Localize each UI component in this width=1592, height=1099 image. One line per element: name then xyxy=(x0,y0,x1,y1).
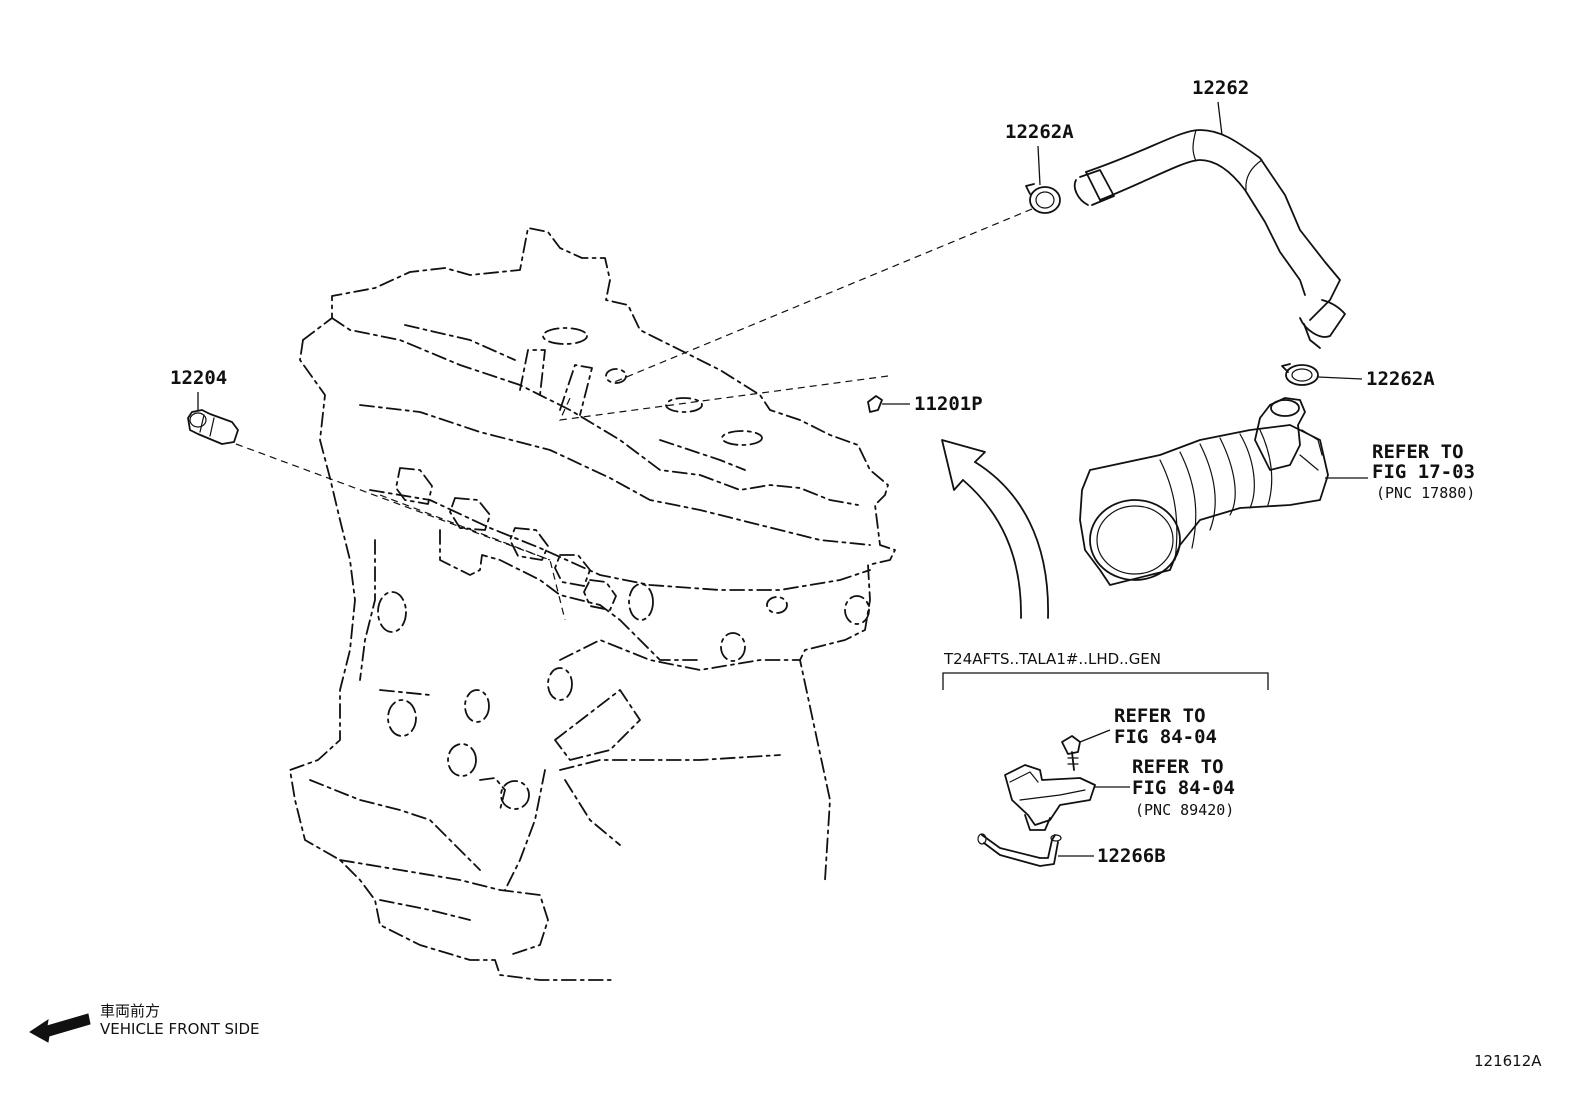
refer-air-cleaner-line3: (PNC 17880) xyxy=(1376,484,1475,502)
ventilation-hose-12262: 12262 xyxy=(1073,77,1346,349)
vehicle-front-en: VEHICLE FRONT SIDE xyxy=(100,1020,260,1038)
engine-outline xyxy=(289,227,896,981)
plug-12204: 12204 xyxy=(170,367,239,445)
vacuum-hose-12266B: 12266B xyxy=(977,833,1166,867)
hose-clamp-12262A-top: 12262A xyxy=(1005,121,1074,214)
variant-bracket: T24AFTS..TALA1#..LHD..GEN xyxy=(942,650,1269,690)
refer-bracket-line1: REFER TO xyxy=(1132,756,1224,778)
leader-12204-inner xyxy=(379,494,551,561)
bolt: REFER TO FIG 84-04 xyxy=(1061,705,1217,771)
part-label-12266B: 12266B xyxy=(1097,845,1166,867)
part-label-12204: 12204 xyxy=(170,367,227,389)
cap-11201P: 11201P xyxy=(867,393,983,415)
leader-lines xyxy=(235,208,1033,621)
part-label-12262A-right: 12262A xyxy=(1366,368,1435,390)
detail-curved-arrow xyxy=(941,439,1049,619)
refer-bolt-line1: REFER TO xyxy=(1114,705,1206,727)
refer-air-cleaner-line2: FIG 17-03 xyxy=(1372,461,1475,483)
refer-air-cleaner-line1: REFER TO xyxy=(1372,441,1464,463)
hose-clamp-12262A-right: 12262A xyxy=(1281,363,1435,390)
leader-12262A-top xyxy=(611,208,1033,384)
vsv-bracket: REFER TO FIG 84-04 (PNC 89420) xyxy=(1004,756,1235,831)
part-label-11201P: 11201P xyxy=(914,393,983,415)
vehicle-front-indicator: 車両前方 VEHICLE FRONT SIDE xyxy=(29,1002,260,1043)
part-label-12262A-top: 12262A xyxy=(1005,121,1074,143)
leader-12204 xyxy=(235,443,566,621)
air-cleaner-hose: REFER TO FIG 17-03 (PNC 17880) xyxy=(1079,397,1475,586)
figure-id: 121612A xyxy=(1474,1052,1542,1070)
leader-11201P xyxy=(559,375,889,421)
refer-bracket-line3: (PNC 89420) xyxy=(1135,801,1234,819)
vehicle-front-jp: 車両前方 xyxy=(100,1002,160,1020)
part-label-12262: 12262 xyxy=(1192,77,1249,99)
refer-bolt-line2: FIG 84-04 xyxy=(1114,726,1217,748)
variant-code: T24AFTS..TALA1#..LHD..GEN xyxy=(943,650,1161,668)
front-arrow-icon xyxy=(29,1013,91,1043)
refer-bracket-line2: FIG 84-04 xyxy=(1132,777,1235,799)
